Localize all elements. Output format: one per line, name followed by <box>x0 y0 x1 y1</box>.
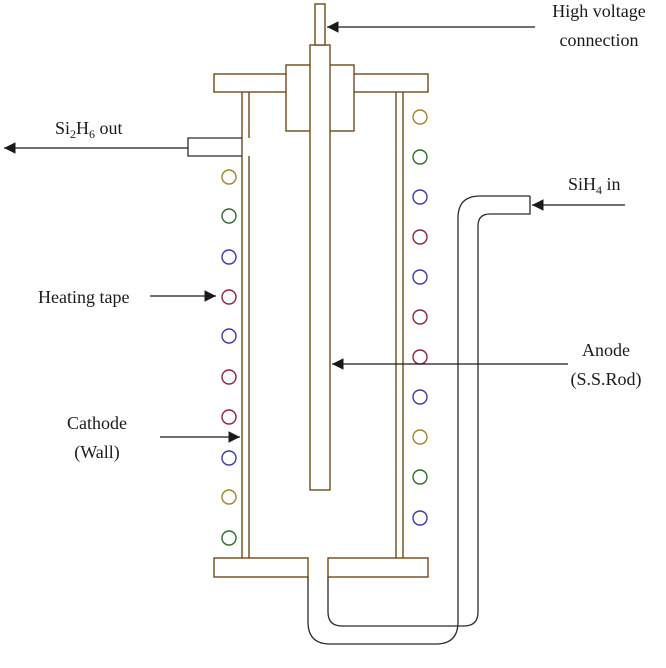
outlet-port <box>187 137 242 157</box>
heating-coil-right-3 <box>412 189 428 205</box>
heating-coil-left-2 <box>221 208 237 224</box>
heating-coil-left-3 <box>221 249 237 265</box>
heating-coil-right-5 <box>412 269 428 285</box>
label-heating-tape: Heating tape <box>38 287 129 307</box>
heating-coil-right-1 <box>412 109 428 125</box>
bottom-flange-right <box>327 557 429 578</box>
heating-coil-left-4 <box>221 289 237 305</box>
label-cathode-line1: Cathode <box>67 413 127 433</box>
heating-coil-right-10 <box>412 469 428 485</box>
anode-rod <box>309 44 331 491</box>
hv-connector-pin <box>314 3 326 46</box>
heating-coil-left-6 <box>221 369 237 385</box>
heating-coil-right-6 <box>412 309 428 325</box>
heating-coil-left-5 <box>221 328 237 344</box>
label-anode-line1: Anode <box>582 340 630 360</box>
heating-coil-right-2 <box>412 149 428 165</box>
heating-coil-right-9 <box>412 429 428 445</box>
heating-coils-right <box>412 109 428 526</box>
label-high-voltage-line2: connection <box>560 30 639 50</box>
label-high-voltage-line1: High voltage <box>552 1 645 21</box>
heating-coil-right-11 <box>412 510 428 526</box>
label-anode-line2: (S.S.Rod) <box>570 369 641 390</box>
heating-coil-left-7 <box>221 409 237 425</box>
label-si2h6-out: Si2H6 out <box>55 118 123 141</box>
heating-coil-left-1 <box>221 169 237 185</box>
heating-coils-left <box>221 169 237 546</box>
inlet-tube <box>307 195 531 645</box>
bottom-flange-left <box>213 557 309 578</box>
heating-coil-left-10 <box>221 530 237 546</box>
label-cathode-line2: (Wall) <box>74 442 120 463</box>
reactor-vessel <box>213 3 429 578</box>
heating-coil-right-4 <box>412 229 428 245</box>
heating-coil-left-8 <box>221 450 237 466</box>
heating-coil-left-9 <box>221 489 237 505</box>
label-sih4-in: SiH4 in <box>568 174 621 197</box>
heating-coil-right-7 <box>412 349 428 365</box>
heating-coil-right-8 <box>412 389 428 405</box>
